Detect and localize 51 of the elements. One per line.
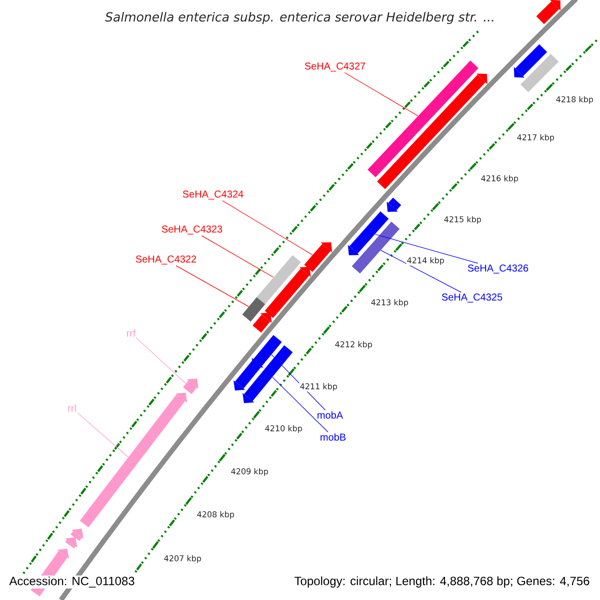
tick-label: 4211 kbp: [299, 382, 338, 392]
tick-label: 4215 kbp: [443, 216, 482, 224]
gene-bar: [242, 297, 266, 322]
gene-bar: [252, 312, 272, 333]
gene-label: mobA: [318, 411, 344, 419]
gene-label: SeHA_C4323: [162, 226, 222, 234]
leader-line: [77, 412, 128, 458]
gene-bar: [70, 528, 84, 541]
tick-label: 4216 kbp: [480, 174, 520, 184]
tick-label: 4214 kbp: [406, 256, 446, 266]
gene-bar: [264, 266, 311, 318]
tick-label: 4212 kbp: [334, 340, 374, 350]
gene-label: SeHA_C4327: [304, 62, 366, 72]
leader-line: [176, 265, 249, 307]
tick-label: 4208 kbp: [196, 510, 236, 520]
gene-label: SeHA_C4326: [468, 264, 528, 274]
gene-label: SeHA_C4322: [136, 256, 196, 264]
gene-bar: [352, 222, 400, 274]
tick-label: 4218 kbp: [555, 96, 594, 104]
leader-line: [344, 72, 418, 116]
genome-info-text: Topology: circular; Length: 4,888,768 bp; Genes: 4,756: [294, 576, 590, 588]
gene-bar: [256, 255, 301, 306]
gene-label: mobB: [320, 433, 346, 441]
gene-label: rrf: [126, 329, 136, 337]
gene-bar: [514, 44, 548, 78]
gene-bar: [536, 0, 561, 24]
leader-line: [374, 234, 478, 264]
gene-bar: [183, 378, 198, 394]
leader-line: [380, 250, 462, 293]
gene-bar: [65, 537, 78, 548]
gene-bar: [348, 211, 389, 256]
tick-label: 4209 kbp: [230, 468, 270, 476]
gene-bar: [233, 359, 262, 390]
title: Salmonella enterica subsp. enterica serovar Heidelberg str. ...: [104, 10, 496, 26]
gene-label: rrl: [68, 404, 76, 412]
gene-bar: [368, 60, 478, 178]
gene-label: SeHA_C4324: [182, 190, 244, 200]
tick-label: 4213 kbp: [370, 298, 410, 308]
leader-line: [136, 338, 186, 384]
tick-label: 4210 kbp: [264, 424, 304, 434]
gene-bar: [80, 392, 188, 528]
leader-line: [201, 235, 274, 278]
tick-label: 4217 kbp: [516, 134, 556, 142]
gene-bar: [520, 54, 559, 92]
gene-bar: [304, 242, 332, 272]
leader-line: [222, 200, 313, 256]
gene-bar: [386, 198, 402, 212]
tick-label: 4207 kbp: [163, 554, 202, 564]
accession-text: Accession: NC_011083: [8, 575, 136, 589]
gene-label: SeHA_C4325: [442, 294, 502, 302]
leader-line: [272, 376, 328, 432]
